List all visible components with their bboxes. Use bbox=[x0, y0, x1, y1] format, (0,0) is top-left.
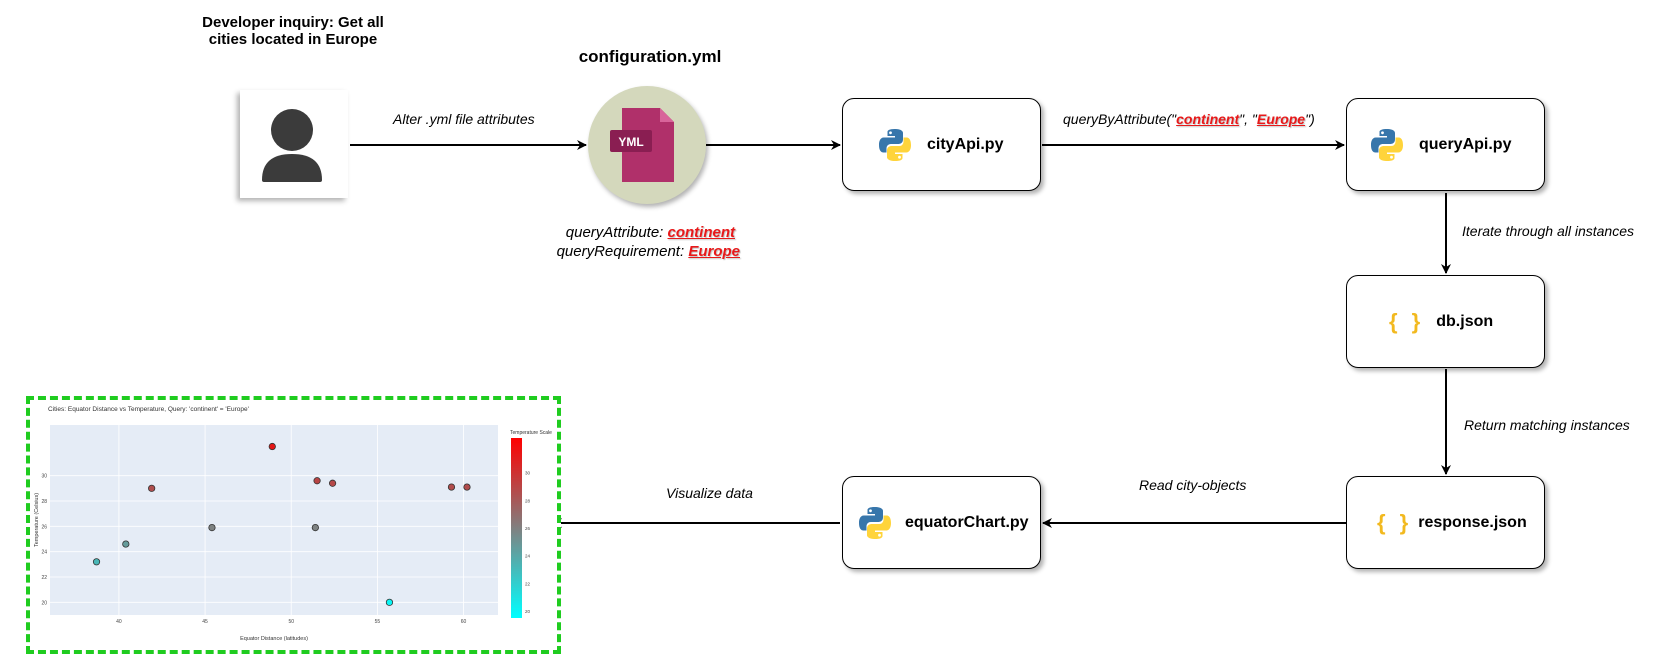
python-icon bbox=[879, 128, 911, 161]
colorbar-tick-label: 22 bbox=[525, 581, 531, 586]
data-point bbox=[463, 483, 471, 491]
y-tick-label: 28 bbox=[41, 499, 47, 505]
yml-icon-text: YML bbox=[618, 135, 643, 149]
x-tick-label: 50 bbox=[288, 619, 294, 625]
data-point bbox=[313, 477, 321, 485]
y-axis-label: Temperature (Celsius) bbox=[34, 493, 40, 547]
node-label-city-api: cityApi.py bbox=[927, 135, 1004, 153]
data-point bbox=[385, 598, 394, 606]
requirement-value: Europe bbox=[688, 243, 740, 260]
x-tick-label: 60 bbox=[461, 619, 467, 625]
json-braces-icon: { } bbox=[1377, 509, 1413, 535]
python-icon bbox=[859, 506, 891, 539]
chart-preview-frame: Cities: Equator Distance vs Temperature,… bbox=[26, 396, 561, 654]
json-braces-icon: { } bbox=[1389, 308, 1425, 334]
edge-label-alter: Alter .yml file attributes bbox=[393, 111, 535, 127]
x-tick-label: 45 bbox=[202, 619, 208, 625]
colorbar-tick-label: 24 bbox=[525, 554, 531, 559]
data-point bbox=[447, 483, 456, 491]
query-suffix: ") bbox=[1305, 111, 1315, 127]
attribute-value: continent bbox=[667, 224, 736, 241]
colorbar-title: Temperature Scale bbox=[510, 430, 552, 436]
node-label-db: db.json bbox=[1436, 312, 1494, 330]
data-point bbox=[148, 484, 156, 492]
edge-label-read: Read city-objects bbox=[1139, 477, 1247, 493]
query-arg-continent: continent bbox=[1176, 111, 1240, 127]
data-point bbox=[268, 442, 276, 451]
node-response: { } response.json bbox=[1346, 476, 1545, 569]
y-tick-label: 22 bbox=[41, 575, 47, 581]
scatter-chart: Cities: Equator Distance vs Temperature,… bbox=[34, 406, 552, 642]
colorbar-tick-label: 26 bbox=[525, 526, 531, 531]
data-point bbox=[208, 524, 216, 532]
edge-label-iterate: Iterate through all instances bbox=[1462, 223, 1634, 239]
query-arg-europe: Europe bbox=[1256, 111, 1306, 127]
data-point bbox=[311, 524, 319, 532]
edge-label-visualize: Visualize data bbox=[666, 485, 753, 501]
query-prefix: queryByAttribute(" bbox=[1063, 111, 1177, 127]
node-query-api: queryApi.py bbox=[1346, 98, 1545, 191]
config-query-text: queryAttribute: continent queryRequireme… bbox=[520, 223, 750, 261]
data-point bbox=[122, 540, 130, 548]
inquiry-caption: Developer inquiry: Get all cities locate… bbox=[182, 14, 404, 48]
user-icon bbox=[240, 90, 348, 198]
chart-title: Cities: Equator Distance vs Temperature,… bbox=[48, 406, 249, 413]
edge-label-return: Return matching instances bbox=[1464, 417, 1630, 433]
inquiry-line-2: cities located in Europe bbox=[208, 31, 378, 48]
x-tick-label: 55 bbox=[375, 619, 381, 625]
python-icon bbox=[1371, 128, 1403, 161]
data-point bbox=[92, 558, 101, 566]
edge-label-query: queryByAttribute("continent", "Europe") bbox=[1063, 111, 1315, 127]
node-equator-chart: equatorChart.py bbox=[842, 476, 1041, 569]
node-label-response: response.json bbox=[1418, 513, 1527, 531]
node-city-api: cityApi.py bbox=[842, 98, 1041, 191]
node-db: { } db.json bbox=[1346, 275, 1545, 368]
plot-area bbox=[50, 425, 498, 615]
node-label-equator-chart: equatorChart.py bbox=[905, 513, 1029, 531]
colorbar-tick-label: 28 bbox=[525, 498, 531, 503]
colorbar-tick-label: 20 bbox=[525, 609, 531, 614]
y-tick-label: 24 bbox=[41, 550, 47, 556]
y-tick-label: 26 bbox=[41, 524, 47, 530]
inquiry-line-1: Developer inquiry: Get all bbox=[202, 14, 384, 31]
x-axis-label: Equator Distance (latitudes) bbox=[240, 636, 308, 642]
query-mid: ", " bbox=[1239, 111, 1257, 127]
attribute-label: queryAttribute: bbox=[565, 224, 668, 241]
data-point bbox=[328, 479, 337, 487]
yml-file-icon: YML bbox=[588, 86, 706, 204]
y-tick-label: 30 bbox=[41, 474, 47, 480]
requirement-label: queryRequirement: bbox=[556, 243, 689, 260]
colorbar bbox=[511, 438, 522, 618]
config-title: configuration.yml bbox=[578, 47, 722, 66]
colorbar-tick-label: 30 bbox=[525, 471, 531, 476]
y-tick-label: 20 bbox=[41, 600, 47, 606]
node-label-query-api: queryApi.py bbox=[1419, 135, 1512, 153]
x-tick-label: 40 bbox=[116, 619, 122, 625]
